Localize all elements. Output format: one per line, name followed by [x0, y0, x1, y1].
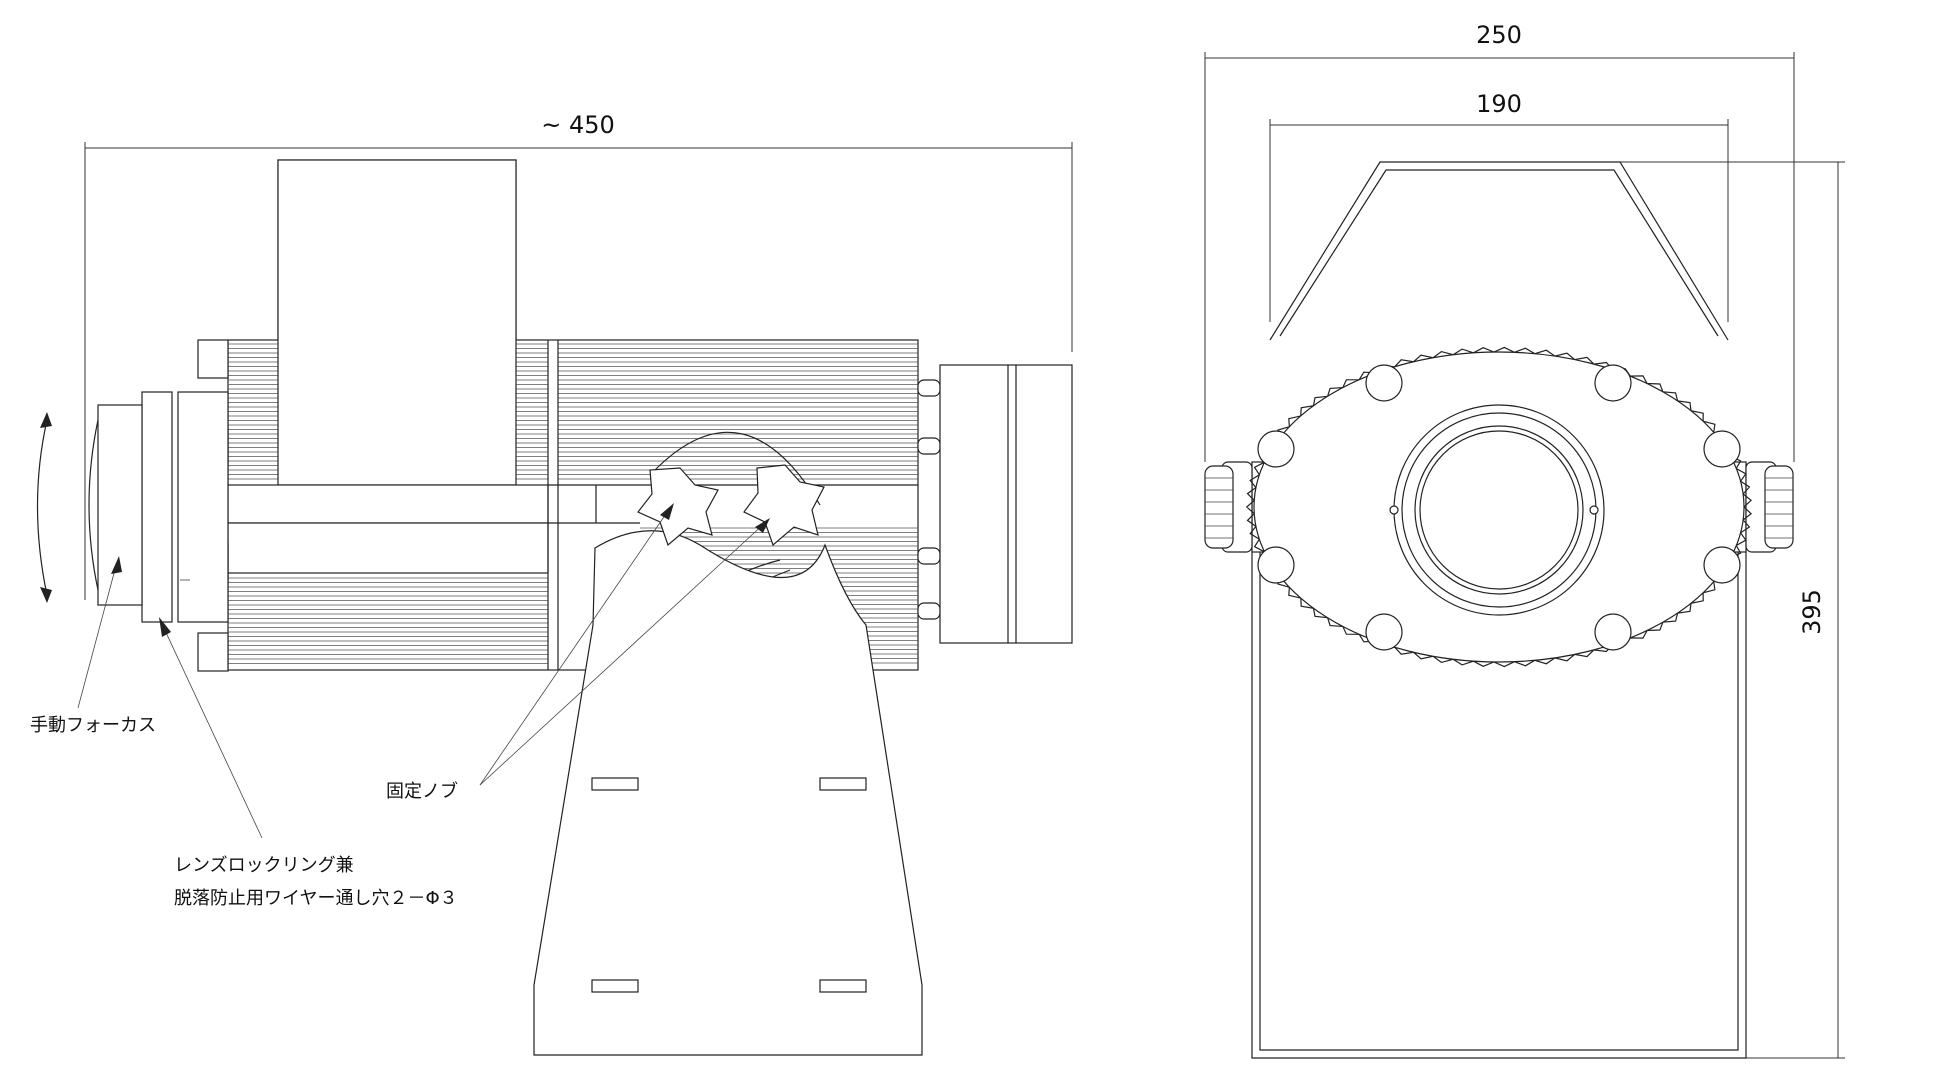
- front-lens: [1389, 404, 1605, 616]
- focus-lens-barrel: [97, 404, 143, 606]
- leader-lens-ring: レンズロックリング兼 脱落防止用ワイヤー通し穴２－Φ３: [159, 617, 458, 909]
- top-trapezoid-housing: [1269, 161, 1729, 341]
- rear-housing: [939, 364, 1073, 644]
- lens-lock-ring: [141, 391, 173, 623]
- label-fix-knob: 固定ノブ: [386, 780, 458, 802]
- mounting-bolts: [1257, 364, 1741, 651]
- side-knob-left: [1204, 461, 1253, 553]
- label-manual-focus: 手動フォーカス: [30, 715, 156, 736]
- focus-rotation-arrow: [36, 412, 52, 603]
- height-dimension-text: 395: [1798, 589, 1826, 635]
- cooling-fins-left: [228, 343, 548, 664]
- length-dimension: ~ 450: [84, 111, 1073, 600]
- fixing-knob-left: [637, 467, 719, 547]
- rear-pins: [917, 379, 941, 620]
- height-dimension: 395: [1620, 161, 1845, 1059]
- label-lens-ring-line2: 脱落防止用ワイヤー通し穴２－Φ３: [174, 888, 458, 909]
- label-lens-ring-line1: レンズロックリング兼: [174, 855, 354, 876]
- width-inner-dimension: 190: [1269, 90, 1729, 322]
- length-dimension-text: ~ 450: [541, 111, 615, 139]
- bracket-slots: [591, 777, 867, 993]
- leader-fix-knob: 固定ノブ: [386, 503, 770, 802]
- fixing-knob-right: [743, 464, 825, 547]
- side-view: ~ 450: [30, 111, 1073, 1056]
- width-outer-dimension: 250: [1204, 21, 1795, 462]
- knob-arc: [654, 431, 821, 506]
- width-outer-text: 250: [1476, 21, 1522, 49]
- front-view: 250 190 395: [1204, 21, 1845, 1059]
- width-inner-text: 190: [1476, 90, 1522, 118]
- mounting-bracket: [533, 530, 923, 1056]
- leader-manual-focus: 手動フォーカス: [30, 556, 156, 736]
- side-knob-right: [1745, 461, 1794, 553]
